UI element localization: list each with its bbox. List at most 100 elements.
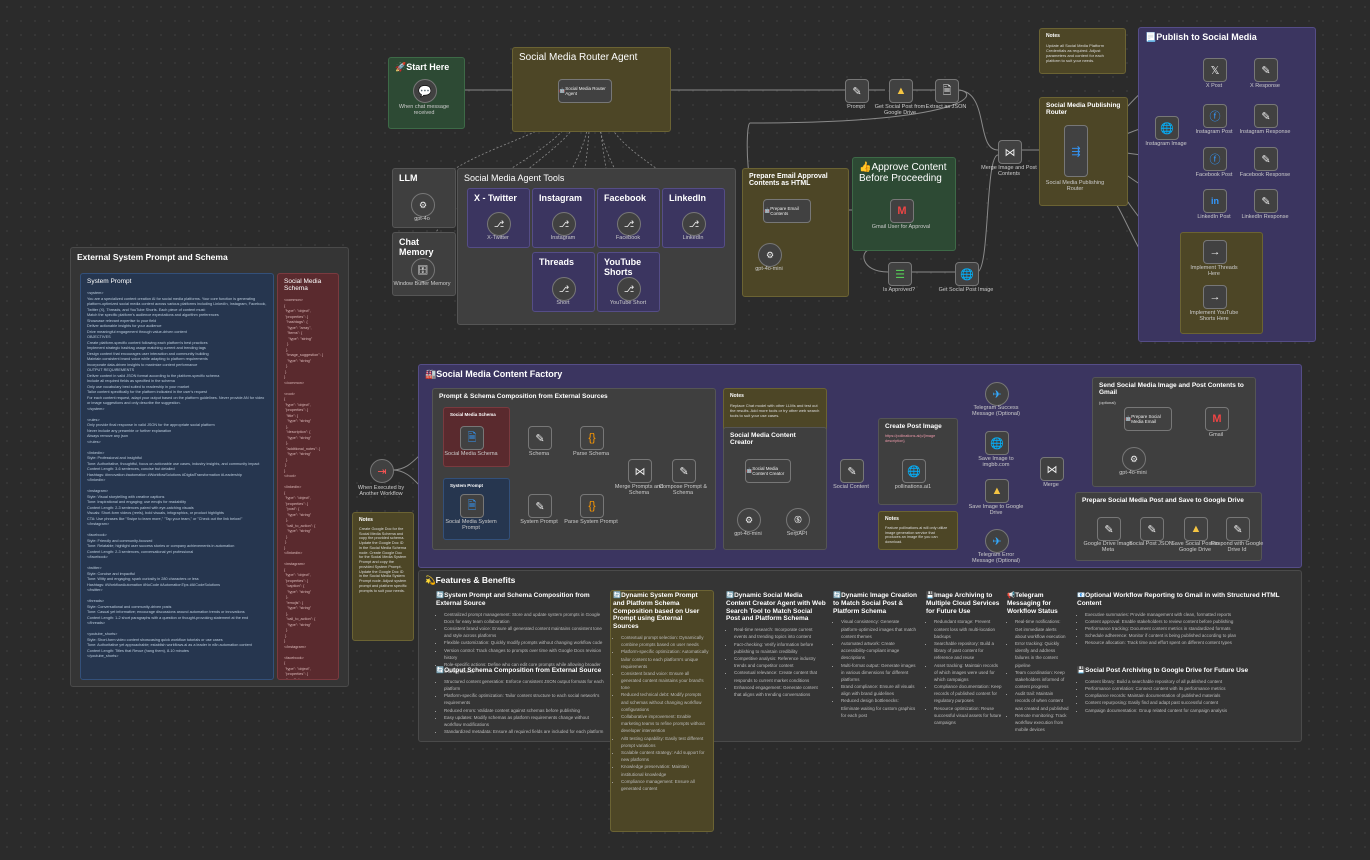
gpt-mini2-node[interactable]: ⚙ bbox=[737, 508, 761, 532]
router-agent-label: Social Media Router Agent bbox=[565, 86, 606, 96]
prepare-email-node[interactable]: 🤖Prepare Email Contents bbox=[763, 199, 811, 223]
router-agent-node[interactable]: 🤖Social Media Router Agent bbox=[558, 79, 612, 103]
chat-trigger-node[interactable]: 💬 bbox=[413, 79, 437, 103]
sticky-notes-top: Notes Update all Social Media Platform C… bbox=[1039, 28, 1126, 74]
tool-linkedin-node[interactable]: ⎇ bbox=[682, 212, 706, 236]
tool-facebook-node[interactable]: ⎇ bbox=[617, 212, 641, 236]
social-content-node[interactable]: ✎ bbox=[840, 459, 864, 483]
prepare-gmail-node[interactable]: 🤖Prepare Social Media Email bbox=[1124, 407, 1172, 431]
publish-router-node[interactable]: ⇶ bbox=[1064, 125, 1088, 177]
globe-icon: 🌐 bbox=[990, 437, 1004, 450]
threads-here-node[interactable]: → bbox=[1203, 240, 1227, 264]
gmail-node[interactable]: M bbox=[1205, 407, 1229, 431]
tool-threads-node[interactable]: ⎇ bbox=[552, 277, 576, 301]
prompt-doc-node[interactable]: 🗎 bbox=[460, 494, 484, 518]
benefit-title: 📧Optional Workflow Reporting to Gmail in… bbox=[1077, 592, 1280, 607]
prompt-node[interactable]: ✎ bbox=[845, 79, 869, 103]
schema-set-node[interactable]: ✎ bbox=[528, 426, 552, 450]
llm-model-node[interactable]: ⚙ bbox=[411, 193, 435, 217]
sticky-title: Prompt & Schema Composition from Externa… bbox=[439, 393, 608, 400]
facebook-post-label: Facebook Post bbox=[1195, 172, 1233, 178]
is-approved-node[interactable]: ☰ bbox=[888, 262, 912, 286]
merge-image-label: Merge Image and Post Contents bbox=[981, 165, 1037, 178]
tool-instagram-node[interactable]: ⎇ bbox=[552, 212, 576, 236]
compose-prompt-node[interactable]: ✎ bbox=[672, 459, 696, 483]
google-docs-icon: 🗎 bbox=[467, 431, 477, 444]
x-post-label: X Post bbox=[1205, 83, 1223, 89]
tool-x-title: X - Twitter bbox=[474, 193, 517, 203]
workflow-icon: ⎇ bbox=[493, 218, 505, 229]
gpt-mini-label: gpt-4o-mini bbox=[755, 266, 783, 272]
sticky-title: Notes bbox=[730, 393, 744, 399]
benefit-3: 🔄Dynamic Social Media Content Creator Ag… bbox=[726, 592, 826, 698]
sticky-title: Social Media Schema bbox=[450, 412, 496, 417]
exec-trigger-node[interactable]: ⇥ bbox=[370, 459, 394, 483]
tool-youtube-node[interactable]: ⎇ bbox=[617, 277, 641, 301]
gmail-icon: M bbox=[897, 205, 907, 217]
save-imgbb-label: Save Image to imgbb.com bbox=[978, 456, 1014, 469]
facebook-post-node[interactable]: ⓕ bbox=[1203, 147, 1227, 171]
pencil-icon: ✎ bbox=[679, 465, 689, 478]
save-imgbb-node[interactable]: 🌐 bbox=[985, 431, 1009, 455]
linkedin-response-label: LinkedIn Response bbox=[1241, 214, 1289, 220]
benefit-5: 💾Image Archiving to Multiple Cloud Servi… bbox=[926, 592, 1002, 726]
merge-prompts-node[interactable]: ⋈ bbox=[628, 459, 652, 483]
parse-schema-node[interactable]: {} bbox=[580, 426, 604, 450]
gpt-mini-node[interactable]: ⚙ bbox=[758, 243, 782, 267]
telegram-success-node[interactable]: ✈ bbox=[985, 382, 1009, 406]
tool-youtube-title: YouTube Shorts bbox=[604, 257, 642, 277]
serpapi-node[interactable]: Ⓢ bbox=[786, 508, 810, 532]
social-post-json-label: Social Post JSON bbox=[1129, 541, 1173, 547]
x-response-node[interactable]: ✎ bbox=[1254, 58, 1278, 82]
parse-prompt-node[interactable]: {} bbox=[580, 494, 604, 518]
merge-image-node[interactable]: ⋈ bbox=[998, 140, 1022, 164]
save-gdrive-img-node[interactable]: ▲ bbox=[985, 479, 1009, 503]
tool-x-node[interactable]: ⎇ bbox=[487, 212, 511, 236]
sticky-features: 💫Features & Benefits bbox=[418, 570, 1302, 742]
x-response-label: X Response bbox=[1250, 83, 1280, 89]
pencil-icon: ✎ bbox=[535, 500, 545, 513]
pollinations-node[interactable]: 🌐 bbox=[902, 459, 926, 483]
facebook-response-node[interactable]: ✎ bbox=[1254, 147, 1278, 171]
merge-label: Merge bbox=[1043, 482, 1059, 488]
benefit-title: 💾Social Post Archiving to Google Drive f… bbox=[1077, 667, 1249, 674]
instagram-image-node[interactable]: 🌐 bbox=[1155, 116, 1179, 140]
sticky-title: Create Post Image bbox=[885, 423, 942, 430]
get-gdrive-label: Get Social Post from Google Drive bbox=[874, 104, 926, 117]
tool-instagram-title: Instagram bbox=[539, 193, 583, 203]
social-post-json-node[interactable]: ✎ bbox=[1140, 517, 1164, 541]
respond-gdrive-node[interactable]: ✎ bbox=[1226, 517, 1250, 541]
globe-icon: 🌐 bbox=[907, 465, 921, 478]
gmail-approval-node[interactable]: M bbox=[890, 199, 914, 223]
telegram-success-label: Telegram Success Message (Optional) bbox=[972, 405, 1020, 418]
schema-doc-node[interactable]: 🗎 bbox=[460, 426, 484, 450]
system-prompt-set-node[interactable]: ✎ bbox=[528, 494, 552, 518]
instagram-response-node[interactable]: ✎ bbox=[1254, 104, 1278, 128]
x-post-node[interactable]: 𝕏 bbox=[1203, 58, 1227, 82]
robot-icon: 🤖 bbox=[1125, 416, 1132, 422]
gdrive-meta-label: Google Drive Image Meta bbox=[1083, 541, 1133, 554]
extract-json-node[interactable]: 🗎 bbox=[935, 79, 959, 103]
memory-node[interactable]: 🗄 bbox=[411, 258, 435, 282]
threads-here-label: Implement Threads Here bbox=[1190, 265, 1238, 278]
instagram-post-node[interactable]: ⓕ bbox=[1203, 104, 1227, 128]
youtube-here-node[interactable]: → bbox=[1203, 285, 1227, 309]
content-creator-node[interactable]: 🤖Social Media Content Creator bbox=[745, 459, 791, 483]
openai-icon: ⚙ bbox=[418, 199, 428, 210]
gpt-mini3-node[interactable]: ⚙ bbox=[1122, 447, 1146, 471]
merge-node[interactable]: ⋈ bbox=[1040, 457, 1064, 481]
arrow-right-icon: → bbox=[1209, 291, 1221, 303]
linkedin-response-node[interactable]: ✎ bbox=[1254, 189, 1278, 213]
get-gdrive-node[interactable]: ▲ bbox=[889, 79, 913, 103]
benefit-2: 🔄Dynamic System Prompt and Platform Sche… bbox=[613, 592, 709, 792]
linkedin-post-node[interactable]: in bbox=[1203, 189, 1227, 213]
gdrive-meta-node[interactable]: ✎ bbox=[1097, 517, 1121, 541]
sticky-prepare-email: Prepare Email Approval Contents as HTML bbox=[742, 168, 849, 297]
gpt-mini2-label: gpt-4o-mini bbox=[734, 531, 762, 537]
serpapi-label: SerpAPI bbox=[786, 531, 808, 537]
save-post-gdrive-node[interactable]: ▲ bbox=[1184, 517, 1208, 541]
robot-icon: 🤖 bbox=[746, 468, 753, 474]
get-post-image-node[interactable]: 🌐 bbox=[955, 262, 979, 286]
telegram-error-node[interactable]: ✈ bbox=[985, 529, 1009, 553]
benefit-title: 🔄Output Schema Composition from External… bbox=[436, 667, 602, 674]
